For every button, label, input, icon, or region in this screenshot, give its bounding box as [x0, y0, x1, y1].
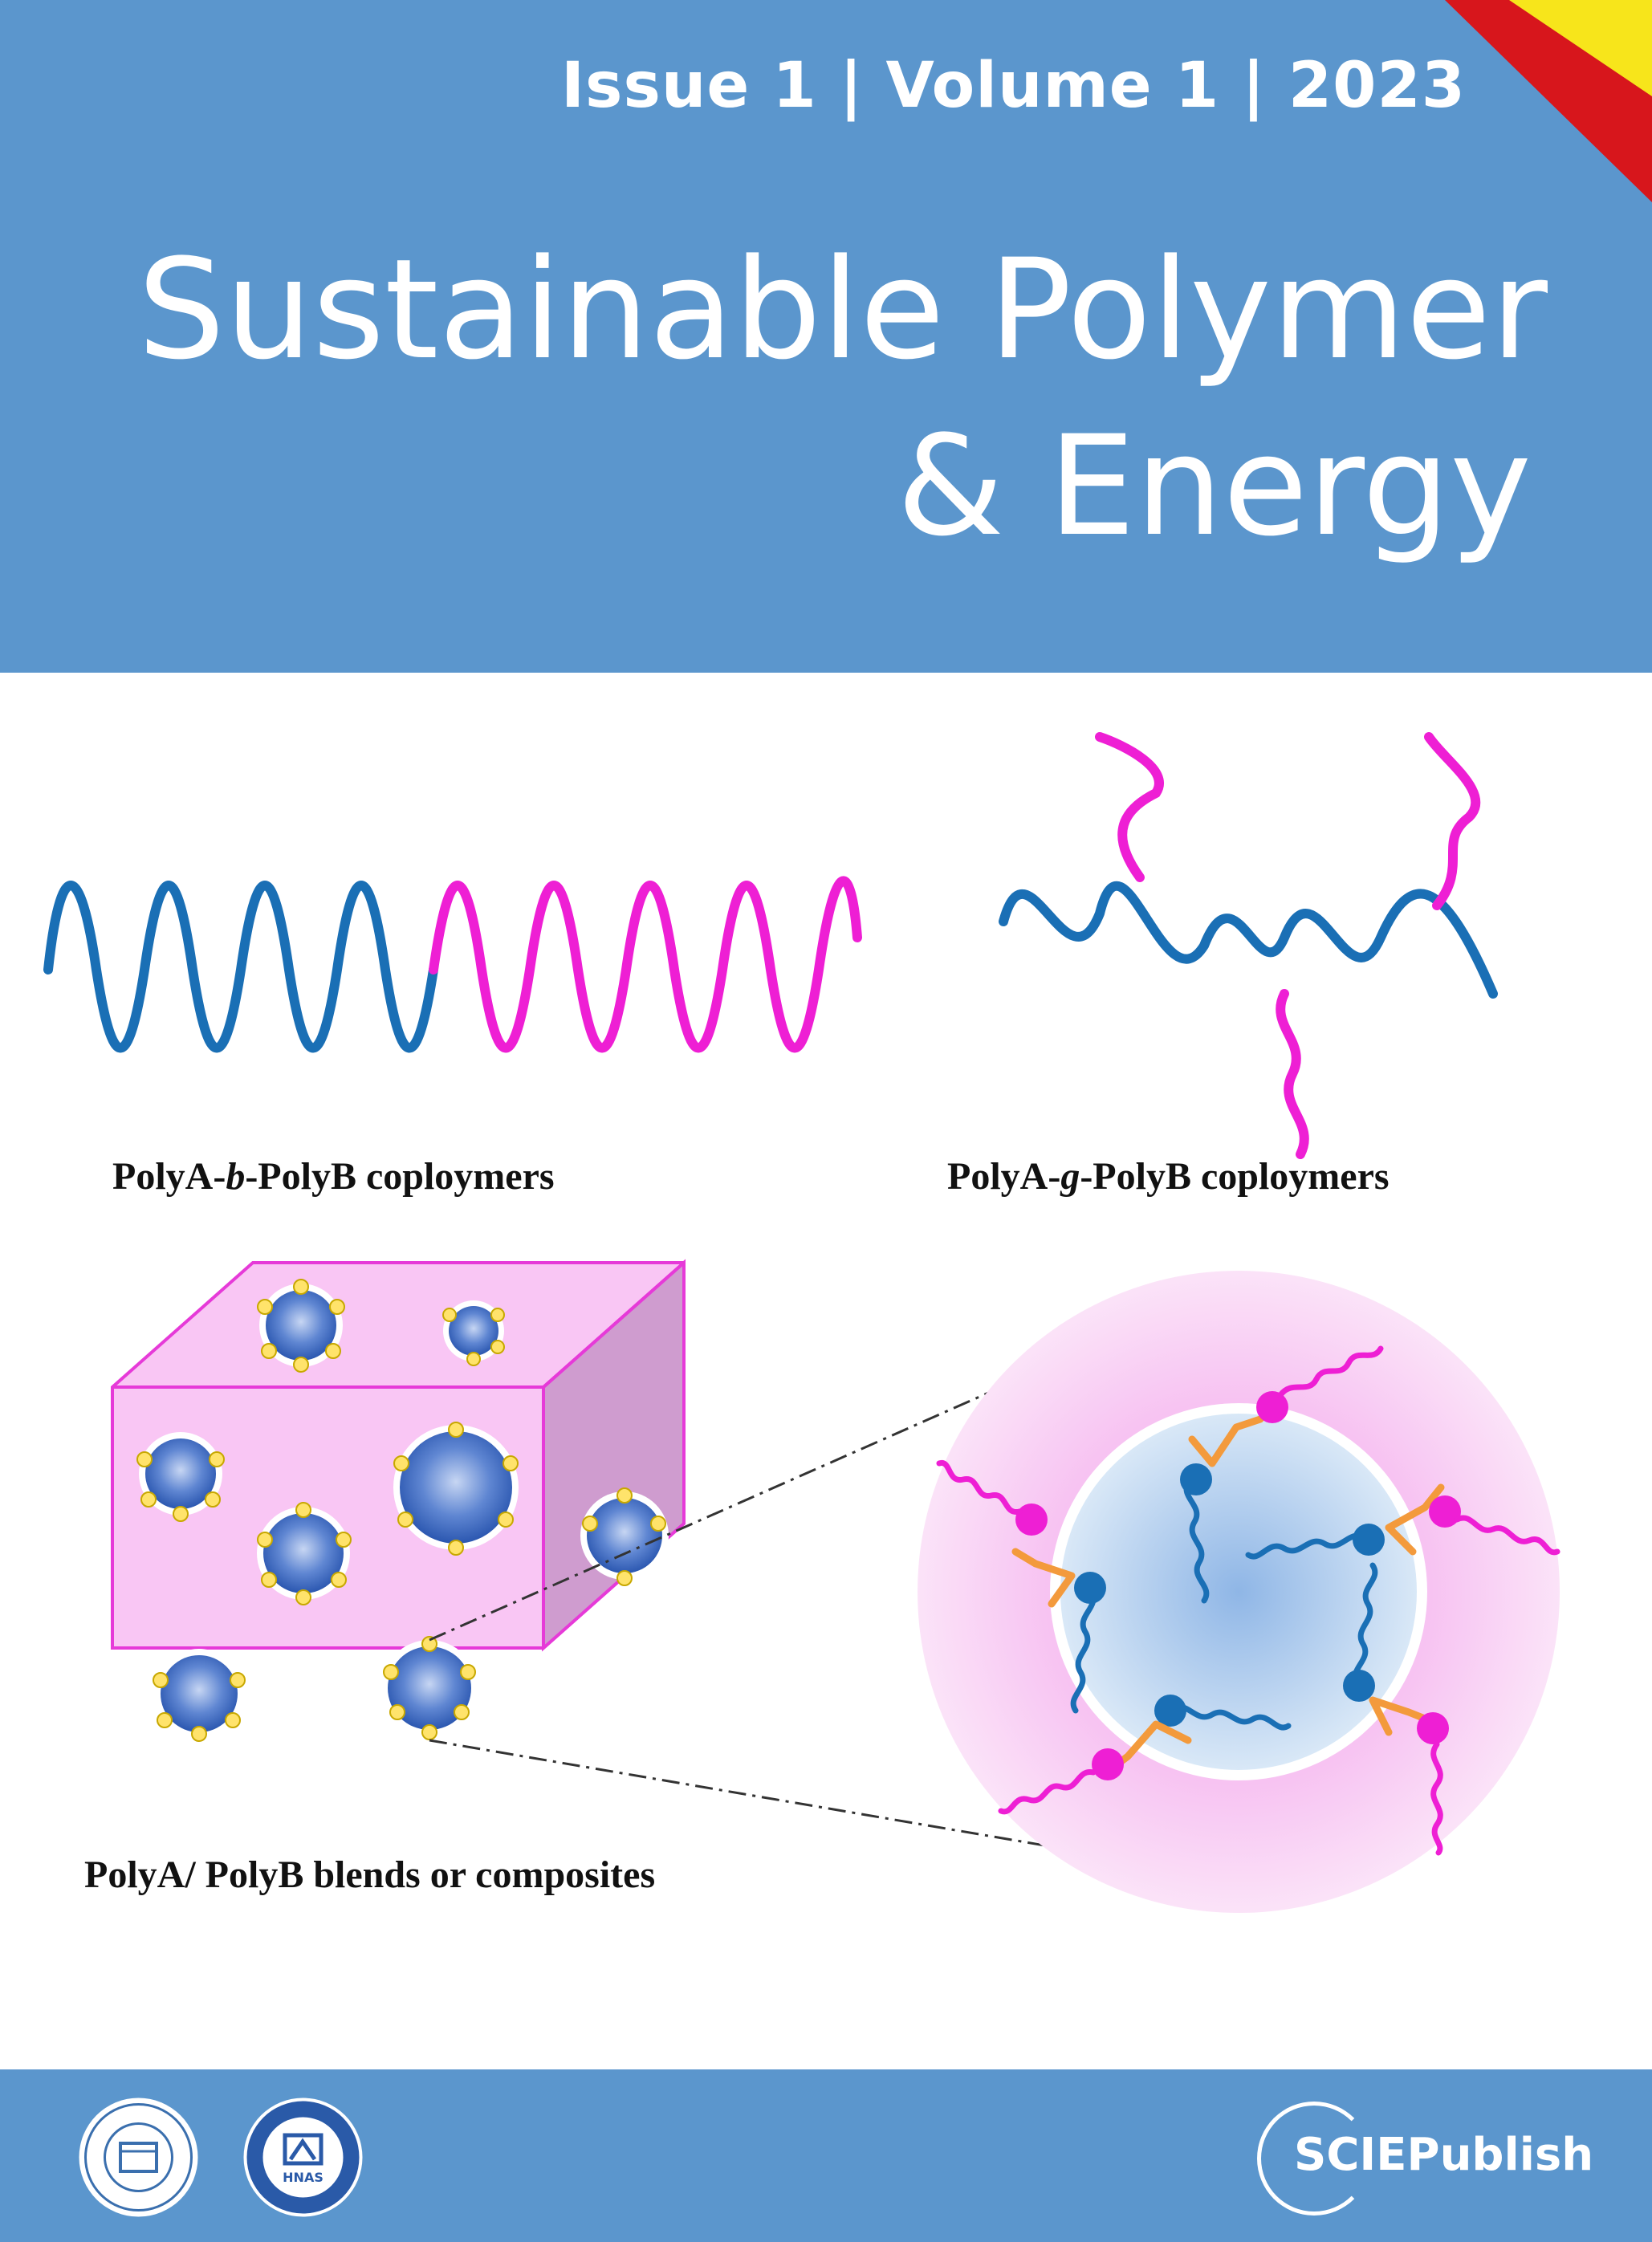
label-graft-copolymer: PolyA-g-PolyB coploymers — [947, 1155, 1390, 1198]
cover-figure: PolyA-b-PolyB coploymers PolyA-g-PolyB c… — [0, 673, 1652, 2069]
journal-title-line1: Sustainable Polymer — [137, 229, 1548, 390]
zoom-guide-lines — [429, 1377, 1064, 1850]
cover-footer: HNAS SCIEPublish — [0, 2069, 1652, 2242]
polymer-illustration — [43, 732, 1560, 1913]
sun-yat-sen-university-seal-logo — [79, 2098, 198, 2217]
sciepublish-ring-icon — [1257, 2102, 1371, 2216]
publisher-name: SCIEPublish — [1294, 2129, 1594, 2181]
zoomed-core-shell-particle — [918, 1271, 1560, 1913]
henan-academy-of-sciences-seal-logo: HNAS — [243, 2098, 363, 2217]
cover-header: Issue 1 | Volume 1 | 2023 Sustainable Po… — [0, 0, 1652, 673]
label-block-copolymer: PolyA-b-PolyB coploymers — [112, 1155, 555, 1198]
journal-title-line2: & Energy — [897, 405, 1532, 567]
sciepublish-logo: SCIEPublish — [1257, 2102, 1593, 2216]
corner-ribbon — [1445, 0, 1652, 202]
nanoparticles — [136, 1279, 669, 1742]
svg-text:HNAS: HNAS — [283, 2170, 323, 2185]
label-blend-composite: PolyA/ PolyB blends or composites — [84, 1853, 656, 1896]
block-copolymer-chain — [43, 876, 862, 1053]
graft-copolymer-chain — [999, 732, 1498, 1159]
issue-volume-year: Issue 1 | Volume 1 | 2023 — [561, 50, 1466, 122]
